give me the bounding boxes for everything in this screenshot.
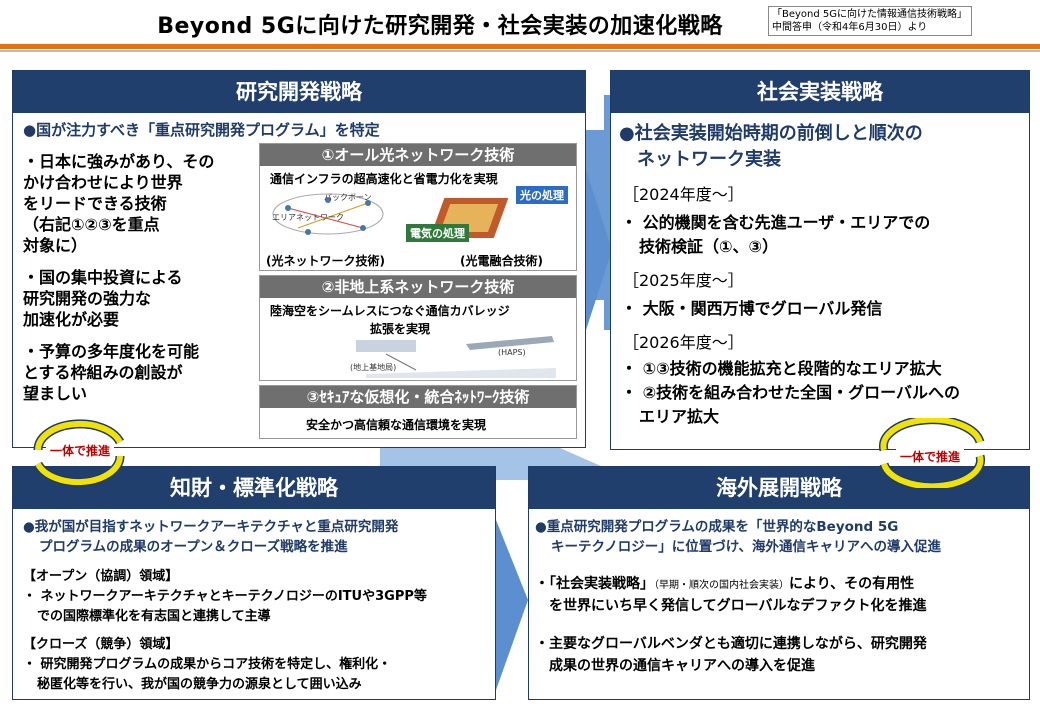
rd-b3-line: ・予算の多年度化を可能	[23, 342, 200, 361]
tech-2-header: ②非地上系ネットワーク技術	[260, 276, 576, 298]
rd-b2-line: ・国の集中投資による	[23, 268, 183, 287]
haps-label: (HAPS)	[498, 348, 526, 357]
year-2026: ［2026年度～］	[623, 333, 744, 352]
rd-b1-line: ・日本に強みがあり、その	[23, 152, 215, 171]
header-rule	[0, 44, 1040, 49]
global-b1-label: ・「社会実装戦略」	[535, 576, 654, 592]
y2024-bullet-2: 技術検証（①、③）	[639, 237, 779, 256]
y2024-bullet-1: ・ 公的機関を含む先進ユーザ・エリアでの	[621, 213, 931, 232]
global-b1-note: （早期・順次の国内社会実装）	[654, 580, 789, 591]
rd-b3-line: 望ましい	[23, 384, 88, 403]
rd-b1-line: かけ合わせにより世界	[23, 173, 183, 192]
global-bullet-1a: ・「社会実装戦略」（早期・順次の国内社会実装）により、その有用性	[535, 573, 914, 593]
tech-1-caption-right: (光電融合技術)	[460, 254, 543, 268]
global-lead-1: ●重点研究開発プログラムの成果を「世界的なBeyond 5G	[535, 519, 899, 535]
tech-1-header: ①オール光ネットワーク技術	[260, 144, 576, 166]
rd-bullet-1: ・日本に強みがあり、その かけ合わせにより世界 をリードできる技術 （右記①②③…	[23, 151, 214, 256]
arrow-ip-to-global	[496, 520, 528, 690]
global-bullet-2b: 成果の世界の通信キャリアへの導入を促進	[549, 658, 815, 674]
rd-b2-line: 加速化が必要	[23, 310, 120, 329]
tech-2-desc-1: 陸海空をシームレスにつなぐ通信カバレッジ	[270, 304, 510, 318]
integrated-cycle-right	[878, 418, 986, 488]
rd-b2-line: 研究開発の強力な	[23, 289, 152, 308]
arrow-rd-to-social-tip	[586, 170, 612, 330]
tech-2-desc-2: 拡張を実現	[370, 322, 431, 336]
year-2024: ［2024年度～］	[623, 185, 744, 204]
open-area-line-1: ・ ネットワークアーキテクチャとキーテクノロジーのITUや3GPP等	[23, 589, 427, 604]
global-expansion-panel: 海外展開戦略 ●重点研究開発プログラムの成果を「世界的なBeyond 5G キー…	[528, 466, 1030, 700]
page-title: Beyond 5Gに向けた研究開発・社会実装の加速化戦略	[157, 14, 723, 39]
global-bullet-2a: ・主要なグローバルベンダとも適切に連携しながら、研究開発	[535, 636, 927, 652]
rd-b1-line: 対象に）	[23, 236, 88, 255]
integrated-cycle-left	[33, 419, 125, 487]
social-lead-2: ネットワーク実装	[637, 149, 781, 170]
tech-3-desc: 安全かつ高信頼な通信環境を実現	[306, 418, 487, 432]
global-bullet-1c: を世界にいち早く発信してグローバルなデファクト化を推進	[549, 598, 927, 614]
social-lead-1: ●社会実装開始時期の前倒しと順次の	[619, 123, 923, 144]
tech-2-box: ②非地上系ネットワーク技術 陸海空をシームレスにつなぐ通信カバレッジ 拡張を実現…	[259, 275, 577, 381]
global-b1-tail: により、その有用性	[789, 576, 915, 592]
social-strategy-panel: 社会実装戦略 ●社会実装開始時期の前倒しと順次の ネットワーク実装 ［2024年…	[610, 70, 1030, 450]
open-area-heading: 【オープン（協調）領域】	[23, 569, 179, 584]
y2026-bullet-2b: エリア拡大	[639, 407, 720, 426]
closed-area-line-2: 秘匿化等を行い、我が国の競争力の源泉として囲い込み	[37, 677, 362, 692]
closed-area-line-1: ・ 研究開発プログラムの成果からコア技術を特定し、権利化・	[23, 657, 392, 672]
ground-station-label: (地上基地局)	[350, 363, 397, 372]
rd-b3-line: とする枠組みの創設が	[23, 363, 183, 382]
source-line-2: 中間答申（令和4年6月30日）より	[772, 22, 928, 33]
open-area-line-2: での国際標準化を有志国と連携して主導	[37, 609, 271, 624]
tech-3-box: ③ｾｷｭｱな仮想化・統合ﾈｯﾄﾜｰｸ技術 安全かつ高信頼な通信環境を実現	[259, 385, 577, 439]
label-light-processing: 光の処理	[516, 186, 568, 204]
tech-3-header: ③ｾｷｭｱな仮想化・統合ﾈｯﾄﾜｰｸ技術	[260, 386, 576, 408]
year-2025: ［2025年度～］	[623, 271, 744, 290]
tech-1-desc: 通信インフラの超高速化と省電力化を実現	[270, 172, 498, 186]
rd-bullet-3: ・予算の多年度化を可能 とする枠組みの創設が 望ましい	[23, 341, 199, 404]
tech-1-caption-left: (光ネットワーク技術)	[266, 254, 385, 268]
ip-lead-2: プログラムの成果のオープン＆クローズ戦略を推進	[39, 539, 348, 555]
label-electric-processing: 電気の処理	[406, 224, 469, 242]
tech-1-box: ①オール光ネットワーク技術 通信インフラの超高速化と省電力化を実現 バックボーン…	[259, 143, 577, 271]
y2026-bullet-2a: ・ ②技術を組み合わせた全国・グローバルへの	[621, 383, 960, 402]
rd-b1-line: （右記①②③を重点	[23, 215, 160, 234]
rd-b1-line: をリードできる技術	[23, 194, 167, 213]
integrated-badge-right: 一体で推進	[896, 448, 965, 465]
rd-lead: ●国が注力すべき「重点研究開発プログラム」を特定	[23, 121, 380, 139]
ip-standardization-panel: 知財・標準化戦略 ●我が国が目指すネットワークアーキテクチャと重点研究開発 プロ…	[12, 466, 496, 700]
closed-area-heading: 【クローズ（競争）領域】	[23, 637, 179, 652]
rd-strategy-panel: 研究開発戦略 ●国が注力すべき「重点研究開発プログラム」を特定 ・日本に強みがあ…	[12, 70, 586, 448]
mini-area-network: エリアネットワーク	[272, 213, 344, 222]
social-strategy-title: 社会実装戦略	[611, 71, 1029, 113]
ip-standardization-title: 知財・標準化戦略	[13, 467, 495, 509]
source-line-1: 「Beyond 5Gに向けた情報通信技術戦略」	[772, 9, 968, 20]
global-lead-2: キーテクノロジー」に位置づけ、海外通信キャリアへの導入促進	[551, 539, 942, 555]
integrated-badge-left: 一体で推進	[46, 442, 115, 459]
y2026-bullet-1: ・ ①③技術の機能拡充と段階的なエリア拡大	[621, 359, 942, 378]
rd-bullet-2: ・国の集中投資による 研究開発の強力な 加速化が必要	[23, 267, 183, 330]
non-terrestrial-illustration	[356, 336, 556, 378]
ip-lead-1: ●我が国が目指すネットワークアーキテクチャと重点研究開発	[23, 519, 399, 535]
global-expansion-title: 海外展開戦略	[529, 467, 1029, 509]
source-note: 「Beyond 5Gに向けた情報通信技術戦略」 中間答申（令和4年6月30日）よ…	[768, 6, 972, 36]
rd-strategy-title: 研究開発戦略	[13, 71, 585, 113]
header-rule-shadow	[0, 50, 1040, 52]
mini-backbone: バックボーン	[324, 193, 372, 202]
y2025-bullet: ・ 大阪・関西万博でグローバル発信	[621, 299, 883, 318]
